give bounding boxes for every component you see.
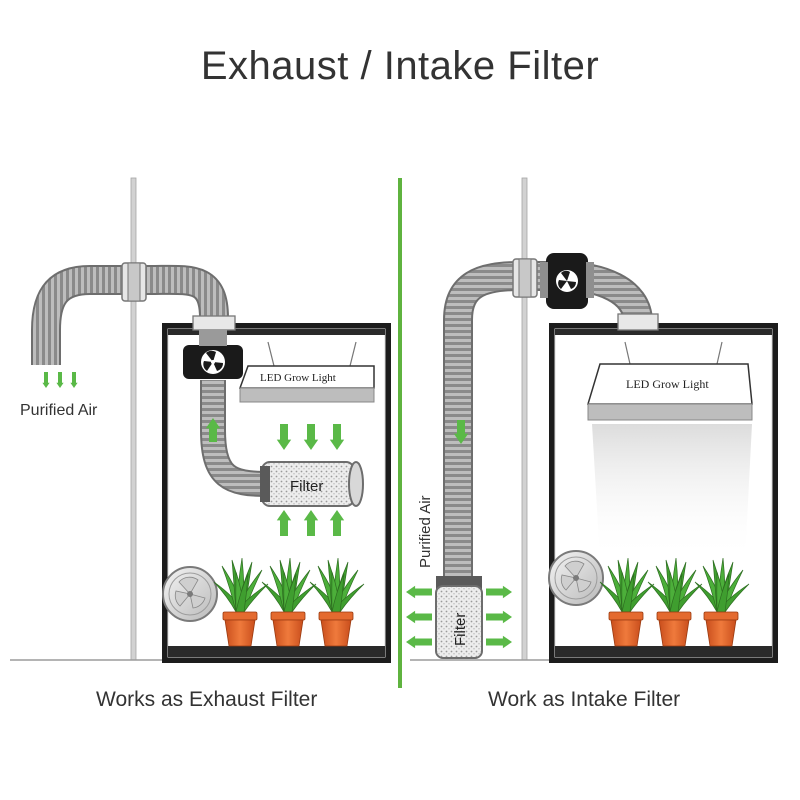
airflow-arrow-down — [56, 372, 64, 388]
airflow-arrow-up — [276, 510, 292, 536]
exhaust-tent-frame — [162, 323, 391, 663]
exhaust-outer-duct — [33, 266, 227, 365]
carbon-filter-right: Filter — [435, 576, 483, 659]
plant-left-2 — [261, 557, 317, 647]
airflow-arrow-up — [329, 510, 345, 536]
plant-left-1 — [213, 557, 269, 647]
plant-left-3 — [309, 557, 365, 647]
airflow-arrow-down — [453, 420, 469, 444]
grow-light-left: LED Grow Light — [238, 341, 375, 403]
pot-rim — [270, 611, 306, 621]
airflow-arrow-left — [406, 610, 432, 624]
plant-right-2 — [647, 557, 703, 647]
intake-tent-frame — [549, 323, 778, 663]
pot — [272, 619, 304, 647]
wall-pole — [130, 177, 137, 661]
page-title: Exhaust / Intake Filter — [200, 44, 600, 88]
pot-rim — [608, 611, 644, 621]
purified-air-label-right: Purified Air — [417, 495, 434, 568]
pot — [224, 619, 256, 647]
pot-rim — [318, 611, 354, 621]
tent-top-port — [192, 315, 236, 331]
light-beam — [592, 424, 752, 560]
airflow-arrow-up — [303, 510, 319, 536]
light-label-left: LED Grow Light — [260, 372, 336, 384]
inline-fan-right — [540, 253, 594, 309]
leaf — [621, 573, 635, 613]
airflow-arrow-down — [42, 372, 50, 388]
leaf — [331, 573, 345, 613]
pot — [320, 619, 352, 647]
wall-pole-right — [521, 177, 528, 661]
filter-label-left: Filter — [290, 478, 323, 495]
airflow-arrow-up — [205, 418, 221, 442]
airflow-arrow-right — [486, 610, 512, 624]
leaf — [716, 573, 730, 613]
clip-fan-right — [548, 550, 604, 606]
airflow-arrow-right — [486, 585, 512, 599]
carbon-filter-left: Filter — [260, 461, 364, 507]
clip-fan-left — [162, 566, 218, 622]
pot-rim — [656, 611, 692, 621]
caption-intake: Work as Intake Filter — [488, 688, 681, 711]
inline-fan-left — [183, 345, 243, 379]
pot-rim — [222, 611, 258, 621]
purified-air-label-left: Purified Air — [20, 402, 98, 419]
tent-top-port-right — [617, 313, 659, 331]
pot — [705, 619, 737, 647]
airflow-arrow-down — [303, 424, 319, 450]
airflow-arrow-right — [486, 635, 512, 649]
pot — [610, 619, 642, 647]
grow-light-right: LED Grow Light — [586, 341, 753, 421]
airflow-arrow-down — [70, 372, 78, 388]
airflow-arrow-down — [329, 424, 345, 450]
pot — [658, 619, 690, 647]
airflow-arrows — [42, 372, 512, 649]
filter-label-right: Filter — [452, 613, 469, 646]
leaf — [235, 573, 249, 613]
exhaust-panel: Filter LED Grow Light — [10, 177, 391, 663]
leaf — [669, 573, 683, 613]
caption-exhaust: Works as Exhaust Filter — [96, 688, 318, 711]
leaf — [283, 573, 297, 613]
plant-right-3 — [694, 557, 750, 647]
intake-panel: LED Grow Light Filter Purified Air — [410, 177, 778, 663]
airflow-arrow-left — [406, 635, 432, 649]
plant-right-1 — [599, 557, 655, 647]
pot-rim — [703, 611, 739, 621]
airflow-arrow-left — [406, 585, 432, 599]
airflow-arrow-down — [276, 424, 292, 450]
light-label-right: LED Grow Light — [626, 377, 709, 391]
